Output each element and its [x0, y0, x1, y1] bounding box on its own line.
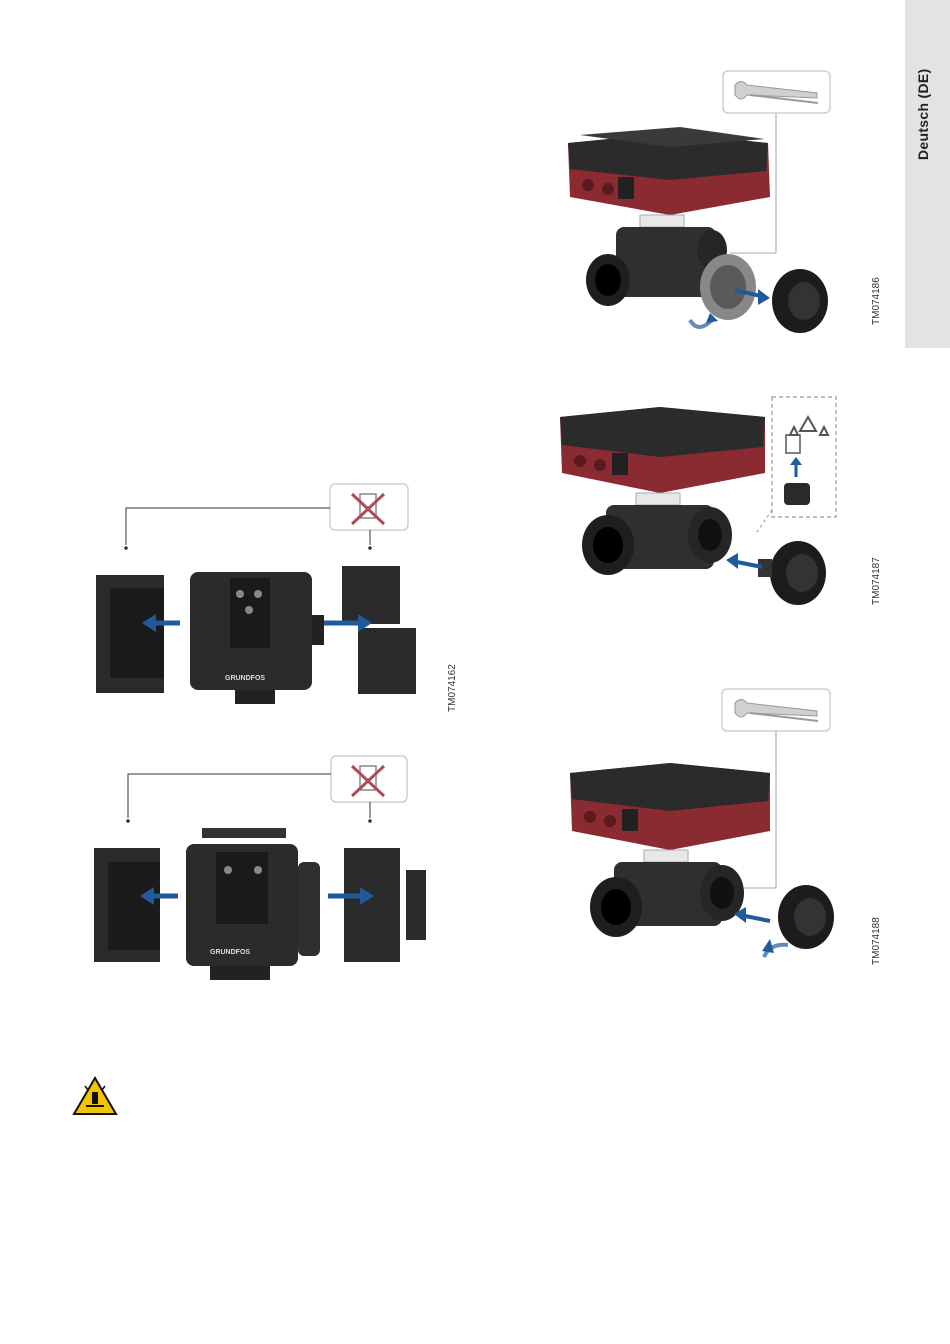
pump-front: GRUNDFOS	[190, 572, 324, 704]
language-tab	[905, 0, 950, 348]
figure-code-a: TM074162	[447, 664, 458, 712]
valve-plug	[778, 885, 834, 949]
pump-front: GRUNDFOS	[186, 828, 320, 980]
valve-body	[582, 505, 732, 575]
valve-figure-2	[550, 395, 850, 610]
valve-body	[586, 227, 756, 320]
insulation-shell-left	[96, 575, 164, 693]
valve-plug	[758, 541, 826, 605]
figure-code-2: TM074187	[871, 557, 882, 605]
insulation-figure-b: GRUNDFOS	[90, 752, 430, 987]
insulation-shell-left	[94, 848, 160, 962]
insulation-shell-right	[342, 566, 416, 694]
no-dispose-icon	[330, 484, 408, 530]
figure-code-1: TM074186	[871, 277, 882, 325]
figure-code-3: TM074188	[871, 917, 882, 965]
recycle-icon	[786, 417, 828, 453]
wrench-icon	[722, 689, 830, 731]
insulation-figure-a: GRUNDFOS	[90, 480, 430, 715]
insulation-shell-right	[344, 848, 426, 962]
valve-body	[590, 862, 744, 937]
pump-brand-label: GRUNDFOS	[225, 675, 265, 682]
language-tab-label: Deutsch (DE)	[915, 69, 931, 161]
pump-head	[568, 127, 770, 215]
no-dispose-icon	[331, 756, 407, 802]
pump-brand-label: GRUNDFOS	[210, 949, 250, 956]
pump-head	[570, 763, 770, 850]
valve-figure-1	[560, 65, 850, 335]
warning-icon	[72, 1076, 118, 1116]
valve-plug	[772, 269, 828, 333]
pump-head	[560, 407, 765, 493]
valve-figure-3	[560, 685, 850, 965]
wrench-icon	[723, 71, 830, 113]
